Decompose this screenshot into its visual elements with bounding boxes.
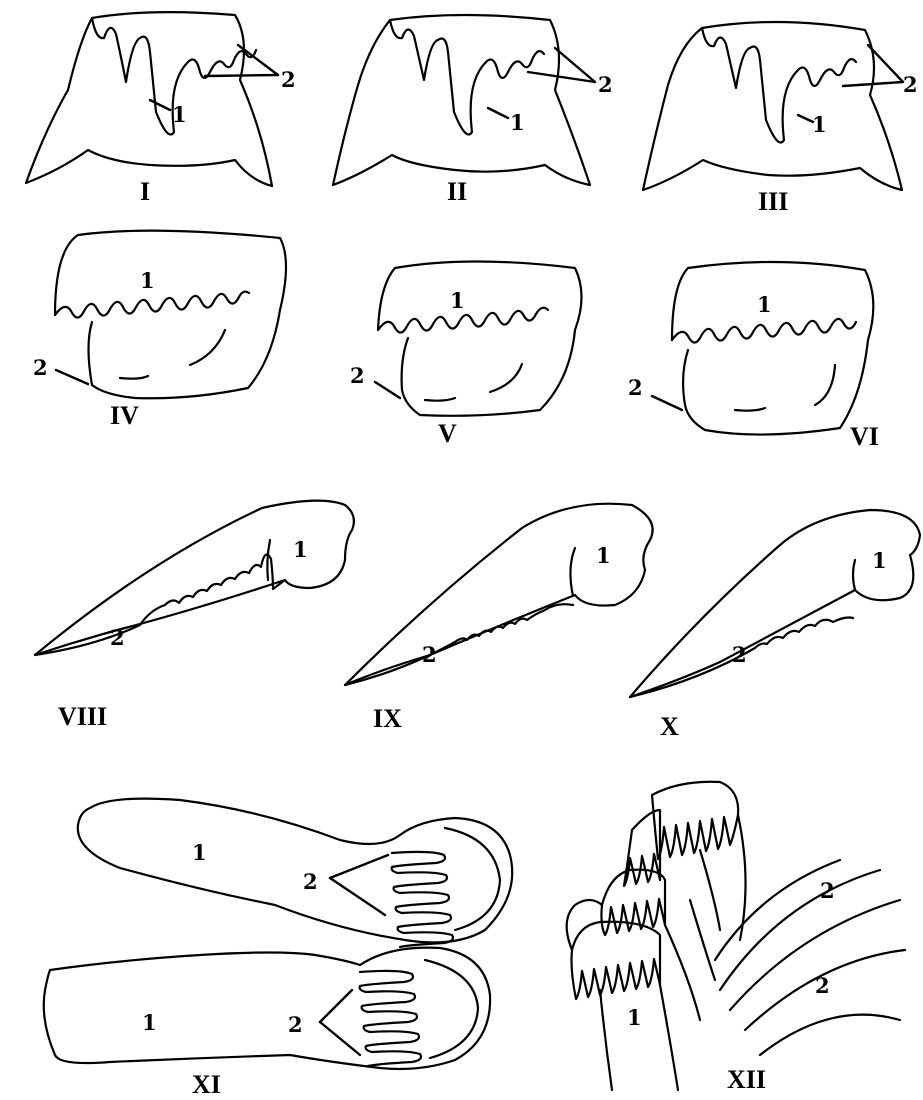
figure-III-outline	[643, 22, 902, 190]
figure-IV-denticles	[55, 292, 249, 318]
figure-IV-label-1: 1	[140, 268, 155, 293]
figure-VI-outline	[672, 262, 873, 435]
figure-VIII-number: VIII	[58, 702, 107, 731]
figure-IV-number: IV	[110, 401, 139, 430]
figure-II-leader-1	[488, 108, 508, 118]
figure-XII-label-2a: 2	[820, 878, 835, 903]
figure-VI-number: VI	[850, 422, 879, 451]
figure-XI-upper-label-1: 1	[192, 840, 207, 865]
figure-XI-lower-comb	[360, 971, 421, 1066]
figure-XI-lower-label-2: 2	[288, 1012, 303, 1037]
figure-XI-number: XI	[192, 1070, 221, 1099]
figure-III-denticles	[702, 28, 856, 143]
figure-V-outline	[378, 262, 582, 416]
figure-XI-upper-leader-2a	[330, 855, 388, 878]
figure-XII-shafts	[600, 815, 746, 1090]
figure-IV-outline	[55, 231, 286, 399]
figure-XII-comb-4	[572, 922, 661, 999]
figure-XI-upper-comb	[392, 852, 453, 947]
figure-VI-marks	[735, 365, 835, 411]
figure-VI-label-1: 1	[757, 292, 772, 317]
figure-III-leader-1	[798, 115, 813, 122]
figure-XII: 1 2 2 XII	[567, 782, 905, 1094]
figure-XI-upper-label-2: 2	[303, 869, 318, 894]
figure-IX: 1 2 IX	[345, 504, 653, 733]
figure-X-label-1: 1	[872, 548, 887, 573]
figure-I-label-1: 1	[172, 102, 187, 127]
figure-I-leader-2b	[205, 75, 278, 76]
figure-IX-number: IX	[373, 704, 402, 733]
figure-II-outline	[333, 15, 590, 185]
figure-XII-number: XII	[727, 1065, 766, 1094]
figure-II-number: II	[447, 177, 467, 206]
figure-II: 1 2 II	[333, 15, 613, 206]
figure-XI-lower-leader-2a	[320, 990, 352, 1022]
figure-VI-leader-2	[652, 396, 682, 410]
figure-VI: 1 2 VI	[628, 262, 879, 451]
figure-VI-label-2: 2	[628, 375, 643, 400]
figure-X: 1 2 X	[630, 510, 920, 741]
figure-X-number: X	[660, 712, 679, 741]
figure-XI-upper-cap	[445, 828, 500, 930]
figure-V-leader-2	[375, 382, 400, 398]
figure-VI-denticles	[672, 319, 856, 343]
figure-XI-lower-cap	[425, 960, 478, 1058]
figure-III: 1 2 III	[643, 22, 918, 216]
figure-XII-label-1: 1	[627, 1005, 642, 1030]
figure-I-outline	[26, 12, 272, 186]
figure-I: 1 2 I	[26, 12, 296, 206]
figure-V-label-1: 1	[450, 288, 465, 313]
figure-III-label-2: 2	[903, 72, 918, 97]
figure-XII-tip-left	[567, 900, 602, 950]
figure-IV: 1 2 IV	[33, 231, 286, 430]
figure-IX-outline	[345, 504, 653, 685]
figure-IV-label-2: 2	[33, 355, 48, 380]
figure-VIII-inner2	[267, 540, 270, 580]
figure-II-label-1: 1	[510, 110, 525, 135]
figure-XII-strands	[715, 860, 905, 1055]
figure-V: 1 2 V	[350, 262, 582, 449]
figure-IX-inner2	[570, 548, 575, 596]
figure-IX-label-2: 2	[422, 642, 437, 667]
figure-II-label-2: 2	[598, 72, 613, 97]
figure-I-leader-1	[150, 100, 170, 110]
figure-IV-marks	[120, 330, 225, 379]
figure-VIII-label-1: 1	[293, 537, 308, 562]
figure-I-label-2: 2	[281, 67, 296, 92]
figure-X-inner2	[853, 560, 855, 590]
figure-XI-lower-outline	[44, 948, 490, 1069]
figure-IX-label-1: 1	[596, 543, 611, 568]
figure-XII-comb-3	[601, 870, 665, 935]
figure-X-label-2: 2	[732, 642, 747, 667]
figure-V-number: V	[438, 419, 457, 448]
figure-XI-lower-leader-2b	[320, 1022, 360, 1055]
figure-VIII-outline	[35, 501, 354, 655]
figure-XII-label-2b: 2	[815, 973, 830, 998]
figure-IV-leader-2	[56, 370, 88, 384]
figure-III-label-1: 1	[812, 112, 827, 137]
figure-VIII-label-2: 2	[110, 625, 125, 650]
figure-XI-lower-label-1: 1	[142, 1010, 157, 1035]
figure-VIII: 1 2 VIII	[35, 501, 354, 731]
figure-XI: 1 2 1 2 XI	[44, 799, 512, 1099]
figure-IX-inner	[345, 604, 573, 685]
figure-V-marks	[425, 364, 522, 401]
figure-X-outline	[630, 510, 920, 697]
figure-XI-upper-leader-2b	[330, 878, 385, 915]
figure-V-label-2: 2	[350, 363, 365, 388]
figure-I-number: I	[140, 177, 150, 206]
figure-VIII-inner	[35, 555, 285, 656]
figure-III-number: III	[758, 187, 788, 216]
figure-XII-comb-top	[652, 782, 738, 859]
